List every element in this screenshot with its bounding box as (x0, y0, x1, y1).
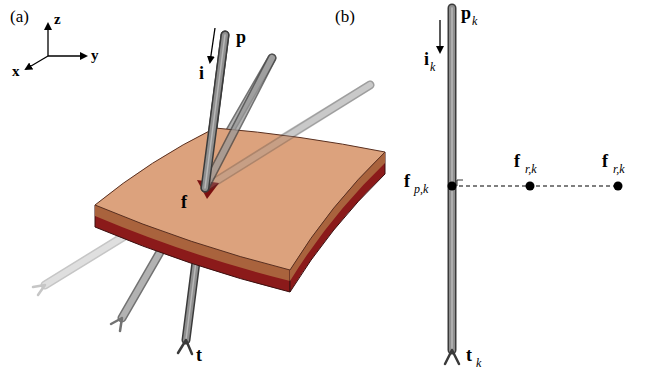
point (614, 182, 623, 191)
point-label: t (466, 346, 472, 364)
tissue-slab (95, 128, 385, 292)
vector-label: i (199, 64, 204, 82)
point-label: f (404, 172, 410, 190)
point-label: p (461, 4, 471, 22)
subscript: r,k (525, 163, 537, 175)
subscript: k (472, 15, 477, 27)
point-label: f (181, 193, 187, 211)
point-label: t (196, 346, 202, 364)
axis-label: x (12, 64, 20, 79)
direction-arrow (439, 20, 440, 52)
point-label: f (514, 152, 520, 170)
tools-upper (205, 35, 370, 188)
right-angle-mark (457, 180, 463, 186)
subscript: k (430, 61, 435, 73)
axis-label: y (91, 48, 99, 63)
point (448, 182, 457, 191)
panel-label: (b) (335, 8, 355, 25)
axes (26, 24, 86, 69)
panel-label: (a) (10, 8, 29, 25)
point-label: p (236, 28, 246, 46)
vector-label: i (424, 50, 429, 68)
subscript: p,k (414, 183, 428, 195)
point-label: f (602, 152, 608, 170)
direction-arrow (210, 28, 215, 62)
subscript: k (476, 357, 481, 369)
point (526, 182, 535, 191)
subscript: r,k (613, 163, 625, 175)
axis-label: z (54, 12, 61, 27)
dashed-line (452, 185, 618, 186)
